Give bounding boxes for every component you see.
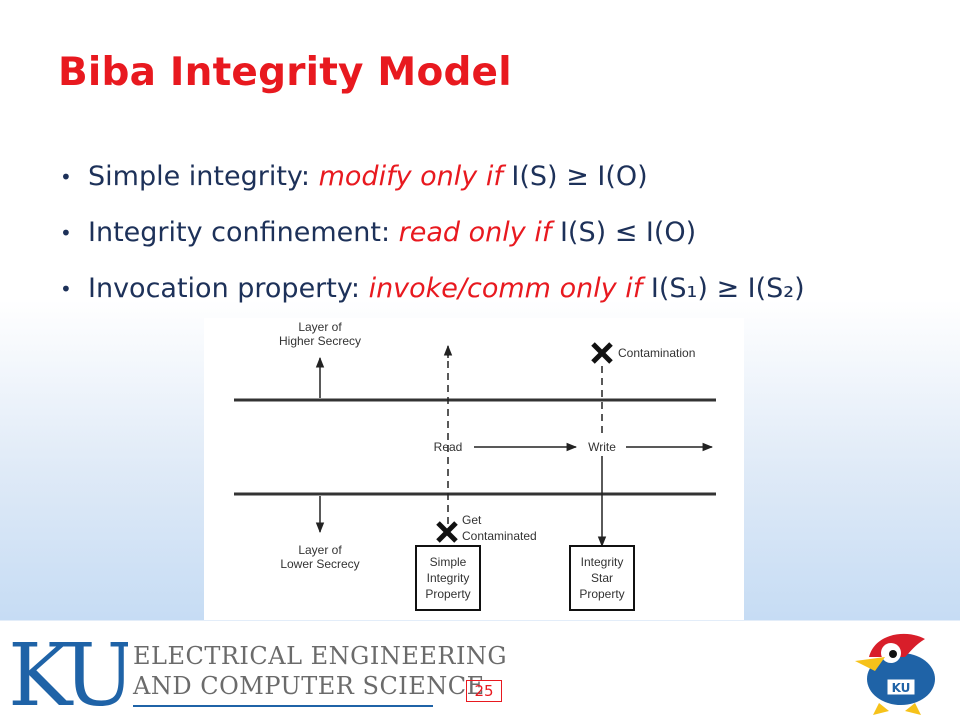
contamination-label: Contamination: [618, 346, 695, 360]
department-line-2: AND COMPUTER SCIENCE: [133, 672, 485, 700]
slide-title: Biba Integrity Model: [58, 50, 512, 95]
get-contaminated-x-icon: [436, 521, 458, 543]
bullet-dot: •: [60, 221, 72, 245]
write-label: Write: [588, 440, 616, 454]
lower-layer-label-2: Lower Secrecy: [280, 557, 359, 571]
simple-box-line-2: Integrity: [427, 571, 470, 585]
get-contaminated-label-2: Contaminated: [462, 529, 537, 543]
bullet-label: Simple integrity:: [88, 161, 319, 192]
biba-diagram: Layer of Higher Secrecy Layer of Lower S…: [204, 318, 744, 620]
bullet-condition: invoke/comm only if: [368, 273, 643, 304]
simple-box-line-3: Property: [425, 587, 470, 601]
mascot-ku-badge: KU: [892, 681, 911, 695]
slide-footer: KU ELECTRICAL ENGINEERING AND COMPUTER S…: [0, 621, 960, 720]
bullet-condition: modify only if: [318, 161, 503, 192]
bullet-expression: I(S) ≤ I(O): [551, 217, 697, 248]
simple-integrity-box: [415, 545, 481, 611]
department-underline: [133, 705, 433, 707]
simple-box-line-1: Simple: [430, 555, 467, 569]
ku-logo: KU: [8, 629, 128, 713]
ku-logo-text: KU: [8, 629, 128, 713]
bullet-list: • Simple integrity: modify only if I(S) …: [58, 160, 918, 328]
get-contaminated-label-1: Get: [462, 513, 482, 527]
star-box-line-1: Integrity: [581, 555, 624, 569]
bullet-label: Invocation property:: [88, 273, 369, 304]
bullet-integrity-confinement: • Integrity confinement: read only if I(…: [58, 216, 918, 250]
read-label: Read: [434, 440, 463, 454]
bullet-label: Integrity confinement:: [88, 217, 399, 248]
bullet-simple-integrity: • Simple integrity: modify only if I(S) …: [58, 160, 918, 194]
bullet-invocation-property: • Invocation property: invoke/comm only …: [58, 272, 918, 306]
higher-layer-label-1: Layer of: [298, 320, 342, 334]
contamination-x-icon: [591, 342, 613, 364]
bullet-dot: •: [60, 165, 72, 189]
integrity-star-box: [569, 545, 635, 611]
star-box-line-2: Star: [591, 571, 613, 585]
page-number: 25: [466, 680, 502, 702]
lower-layer-label-1: Layer of: [298, 543, 342, 557]
biba-diagram-svg: Layer of Higher Secrecy Layer of Lower S…: [234, 320, 716, 611]
department-name: ELECTRICAL ENGINEERING AND COMPUTER SCIE…: [133, 641, 507, 701]
bullet-expression: I(S) ≥ I(O): [502, 161, 648, 192]
higher-layer-label-2: Higher Secrecy: [279, 334, 361, 348]
department-line-1: ELECTRICAL ENGINEERING: [133, 642, 508, 670]
star-box-line-3: Property: [579, 587, 624, 601]
bullet-expression: I(S₁) ≥ I(S₂): [642, 273, 805, 304]
bullet-condition: read only if: [398, 217, 552, 248]
jayhawk-mascot-icon: KU: [855, 633, 935, 715]
bullet-dot: •: [60, 277, 72, 301]
